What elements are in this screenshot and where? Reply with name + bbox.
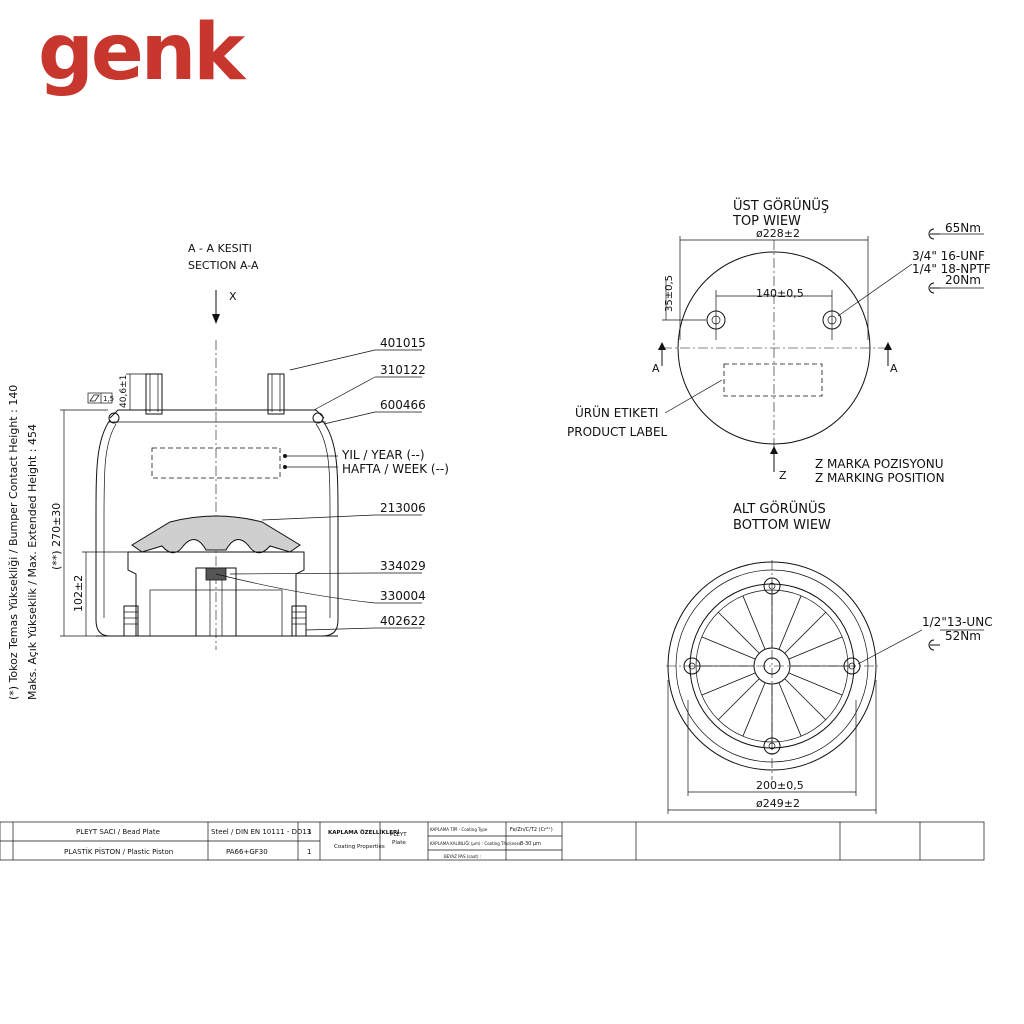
thread-3-4: 3/4" 16-UNF <box>912 249 985 263</box>
z-marking-tr: Z MARKA POZISYONU <box>815 457 944 471</box>
bottom-view-title-en: BOTTOM WIEW <box>733 518 831 533</box>
piston-rib <box>788 636 843 660</box>
genk-logo: genk <box>38 8 245 98</box>
section-title-tr: A - A KESITI <box>188 242 252 255</box>
extended-height-note: Maks. Açık Yükseklik / Max. Extended Hei… <box>26 424 39 700</box>
bottom-thread: 1/2"13-UNC <box>922 615 993 629</box>
piston-rib <box>742 682 766 737</box>
year-label: YIL / YEAR (--) <box>341 448 425 462</box>
wrench-icon-20 <box>928 282 940 294</box>
part-tr: PLEYT <box>390 832 407 838</box>
part-213006: 213006 <box>380 501 426 515</box>
piston-rib <box>742 595 766 650</box>
top-view-title-tr: ÜST GÖRÜNÜŞ <box>733 197 829 214</box>
coating-en: Coating Properties <box>334 844 385 850</box>
flatness-value: 1,5 <box>103 395 114 403</box>
top-offset: 35±0,5 <box>664 275 675 312</box>
part-callouts: 401015 310122 600466 213006 334029 33000… <box>215 336 426 631</box>
year-week-marking-area <box>151 447 281 479</box>
top-view-title-en: TOP WIEW <box>732 214 801 229</box>
product-label-en: PRODUCT LABEL <box>567 425 668 439</box>
bottom-dim-200: 200±0,5 <box>756 779 804 792</box>
week-label: HAFTA / WEEK (--) <box>342 462 449 476</box>
piston-rib <box>778 682 802 737</box>
piston-rib <box>701 636 756 660</box>
wrench-icon-52 <box>928 639 940 651</box>
part-600466: 600466 <box>380 398 426 412</box>
flatness-frame <box>87 392 113 404</box>
piston-rib <box>717 678 760 721</box>
row1-material: Steel / DIN EN 10111 - DD13 <box>211 828 311 836</box>
piston-rib <box>784 678 827 721</box>
z-marking-en: Z MARKING POSITION <box>815 471 945 485</box>
product-label-tr: ÜRÜN ETIKETI <box>575 404 658 420</box>
torque-65: 65Nm <box>945 221 981 235</box>
wrench-icon-65 <box>928 228 940 240</box>
product-label-area <box>723 363 823 397</box>
piston-rib <box>701 672 756 696</box>
air-spring-section <box>95 373 339 637</box>
row2-name: PLASTİK PİSTON / Plastic Piston <box>64 847 173 856</box>
coating-thickness-label: KAPLAMA KALINLIĞI (µm) : Coating Thickne… <box>430 841 521 846</box>
section-title-en: SECTION A-A <box>188 259 259 272</box>
coating-type-value: Fe/Zn/C/T2 (Cr³⁺) <box>510 827 553 833</box>
z-mark: Z <box>779 469 787 482</box>
part-330004: 330004 <box>380 589 426 603</box>
part-334029: 334029 <box>380 559 426 573</box>
dim-40-6: 40,6±1 <box>119 375 129 408</box>
piston-rib <box>778 595 802 650</box>
section-x-label: X <box>229 290 237 303</box>
bottom-view-piston <box>667 561 877 771</box>
year-dot <box>283 454 287 458</box>
material-table <box>0 821 985 861</box>
part-en: Plate <box>392 840 406 846</box>
bumper-height-note: (*) Tokoz Temas Yüksekliği / Bumper Cont… <box>7 385 20 700</box>
bottom-diameter: ø249±2 <box>756 797 800 810</box>
dim-102: 102±2 <box>72 575 85 612</box>
row2-qty: 1 <box>307 848 311 856</box>
top-center-dist: 140±0,5 <box>756 287 804 300</box>
dim-270: (**) 270±30 <box>50 503 63 570</box>
section-x-arrowhead <box>212 314 220 324</box>
coating-thickness-value: 8-30 µm <box>520 841 541 847</box>
row2-material: PA66+GF30 <box>226 848 268 856</box>
coating-title: KAPLAMA ÖZELLİKLERİ <box>328 829 399 836</box>
torque-20: 20Nm <box>945 273 981 287</box>
bottom-torque: 52Nm <box>945 629 981 643</box>
piston-rib <box>717 611 760 654</box>
piston-rib <box>784 611 827 654</box>
part-402622: 402622 <box>380 614 426 628</box>
top-diameter: ø228±2 <box>756 227 800 240</box>
bottom-view-title-tr: ALT GÖRÜNÜS <box>733 500 826 517</box>
row1-name: PLEYT SACI / Bead Plate <box>76 828 160 836</box>
part-310122: 310122 <box>380 363 426 377</box>
part-401015: 401015 <box>380 336 426 350</box>
week-dot <box>283 465 287 469</box>
coating-type-label: KAPLAMA TİPİ - Coating Type <box>430 827 488 832</box>
section-mark-right: A <box>890 362 898 375</box>
row1-qty: 1 <box>307 828 311 836</box>
thread-1-4: 1/4" 18-NPTF <box>912 262 991 276</box>
piston-rib <box>788 672 843 696</box>
section-mark-left: A <box>652 362 660 375</box>
white-rust-label: BEYAZ PAS (saat) : <box>444 854 481 859</box>
